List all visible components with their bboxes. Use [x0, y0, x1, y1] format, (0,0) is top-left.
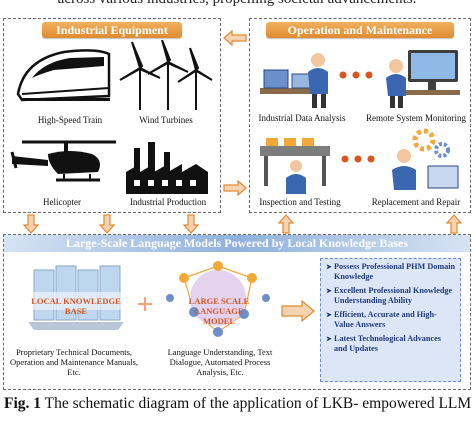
benefits-list: ➤Possess Professional PHM Domain Knowled…: [320, 258, 461, 382]
top-cut-text: across various industries, propelling so…: [0, 0, 474, 11]
arrow-to-benefits: [281, 300, 315, 322]
benefit-text: Efficient, Accurate and High-Value Answe…: [334, 310, 437, 329]
benefit-item: ➤Latest Technological Advances and Updat…: [326, 334, 456, 354]
wind-turbines-icon: [119, 40, 213, 110]
arrow-left-top: [223, 30, 247, 46]
language-model-label: LARGE SCALE LANGUAGE MODEL: [188, 296, 250, 326]
replacement-and-repair-icon: [392, 128, 459, 190]
language-model-icon: [166, 261, 270, 337]
caption-text: The schematic diagram of the application…: [44, 395, 474, 412]
arrow-right-bottom: [223, 180, 247, 196]
arrow-up-1: [278, 214, 294, 234]
llm-title: Large-Scale Language Models Powered by L…: [4, 235, 470, 252]
benefit-item: ➤Efficient, Accurate and High-Value Answ…: [326, 310, 456, 330]
benefit-text: Possess Professional PHM Domain Knowledg…: [334, 262, 456, 281]
label-replacement-and-repair: Replacement and Repair: [371, 197, 461, 207]
benefit-item: ➤Excellent Professional Knowledge Unders…: [326, 286, 456, 306]
arrow-bullet-icon: ➤: [326, 263, 332, 271]
dots-icon-top: [339, 71, 373, 79]
knowledge-base-caption: Proprietary Technical Documents, Operati…: [10, 347, 138, 377]
dots-icon-bottom: [341, 155, 375, 163]
arrow-down-1: [23, 214, 39, 234]
helicopter-icon: [10, 140, 116, 182]
high-speed-train-icon: [16, 49, 111, 102]
label-wind-turbines: Wind Turbines: [139, 115, 193, 125]
arrow-bullet-icon: ➤: [326, 311, 332, 319]
industrial-equipment-title: Industrial Equipment: [42, 22, 182, 38]
arrow-down-3: [183, 214, 199, 234]
label-industrial-production: Industrial Production: [129, 197, 207, 207]
arrow-bullet-icon: ➤: [326, 335, 332, 343]
label-remote-system-monitoring: Remote System Monitoring: [366, 113, 466, 123]
figure-caption: Fig. 1 The schematic diagram of the appl…: [4, 395, 474, 413]
knowledge-base-icon: [26, 265, 126, 330]
arrow-bullet-icon: ➤: [326, 287, 332, 295]
figure-number: Fig. 1: [4, 395, 42, 412]
label-inspection-and-testing: Inspection and Testing: [259, 197, 341, 207]
benefit-text: Latest Technological Advances and Update…: [334, 334, 441, 353]
arrow-up-2: [446, 214, 462, 234]
label-high-speed-train: High-Speed Train: [37, 115, 103, 125]
plus-sign: +: [136, 288, 154, 321]
label-industrial-data-analysis: Industrial Data Analysis: [258, 113, 346, 123]
label-helicopter: Helicopter: [43, 197, 81, 207]
benefit-item: ➤Possess Professional PHM Domain Knowled…: [326, 262, 456, 282]
knowledge-base-label: LOCAL KNOWLEDGE BASE: [31, 296, 121, 316]
arrow-down-2: [99, 214, 115, 234]
language-model-caption: Language Understanding, Text Dialogue, A…: [167, 347, 273, 377]
industrial-production-icon: [126, 142, 208, 194]
inspection-and-testing-icon: [260, 138, 330, 194]
benefit-text: Excellent Professional Knowledge Underst…: [334, 286, 453, 305]
industrial-data-analysis-icon: [260, 53, 328, 108]
operation-maintenance-title: Operation and Maintenance: [266, 22, 454, 38]
remote-system-monitoring-icon: [386, 50, 460, 108]
